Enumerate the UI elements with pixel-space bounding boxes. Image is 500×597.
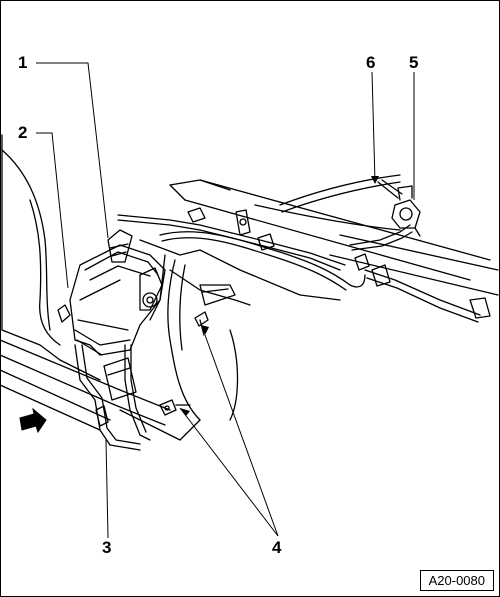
callout-1: 1 bbox=[18, 53, 28, 72]
figure-reference-code: A20-0080 bbox=[419, 570, 494, 591]
callout-6: 6 bbox=[366, 53, 376, 72]
callout-4: 4 bbox=[272, 538, 282, 557]
callout-3: 3 bbox=[102, 538, 112, 557]
leader-lines bbox=[36, 62, 415, 539]
leader-line-2 bbox=[36, 132, 69, 289]
direction-arrow-icon bbox=[19, 407, 47, 434]
leader-line-4a bbox=[204, 334, 279, 537]
leader-line-1 bbox=[36, 62, 109, 239]
leader-line-6 bbox=[371, 71, 376, 183]
leader-arrowheads bbox=[180, 176, 379, 416]
washer-fluid-reservoir bbox=[57, 229, 166, 356]
washer-nozzle-assembly bbox=[377, 179, 421, 237]
fixing-bolts bbox=[159, 311, 209, 416]
leader-line-3 bbox=[105, 439, 109, 539]
vehicle-body-outline bbox=[0, 134, 171, 431]
leader-line-4b bbox=[179, 407, 279, 537]
callout-2: 2 bbox=[18, 123, 28, 142]
hose-clips bbox=[95, 207, 491, 427]
longitudinal-member bbox=[169, 174, 499, 296]
inner-wing-panel bbox=[119, 239, 341, 441]
callout-5: 5 bbox=[409, 53, 419, 72]
